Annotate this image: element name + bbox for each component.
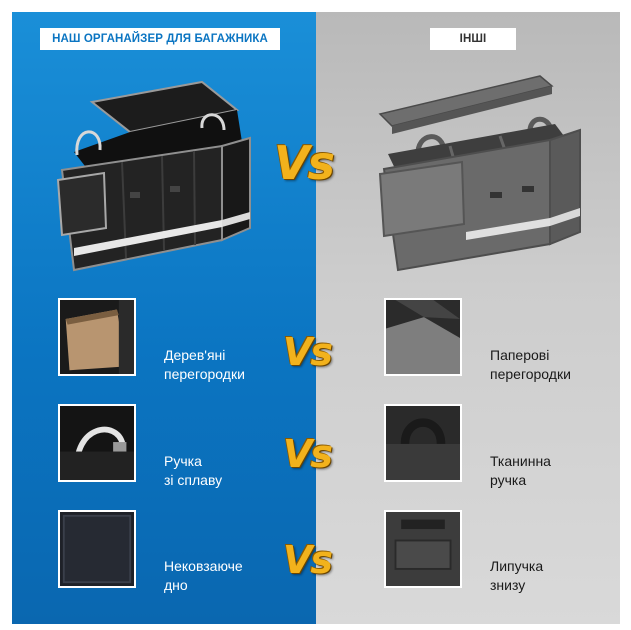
feature-non-slip-bottom: Нековзаюче дно [164, 558, 243, 593]
wooden-divider-thumbnail [58, 298, 136, 376]
feature-paper-dividers: Паперові перегородки [490, 347, 571, 382]
our-organizer-label: НАШ ОРГАНАЙЗЕР ДЛЯ БАГАЖНИКА [40, 28, 280, 50]
other-organizer-image [370, 74, 590, 274]
non-slip-bottom-thumbnail [58, 510, 136, 588]
vs-badge-bottom: Vs [283, 538, 333, 582]
velcro-bottom-thumbnail [384, 510, 462, 588]
paper-divider-thumbnail [384, 298, 462, 376]
others-label: ІНШІ [430, 28, 516, 50]
feature-velcro-bottom: Липучка знизу [490, 558, 544, 593]
alloy-handle-thumbnail [58, 404, 136, 482]
vs-badge-main: Vs [274, 136, 335, 190]
fabric-handle-thumbnail [384, 404, 462, 482]
feature-alloy-handle: Ручка зі сплаву [164, 453, 223, 488]
vs-badge-dividers: Vs [283, 330, 333, 374]
vs-badge-handle: Vs [283, 432, 333, 476]
our-organizer-image [52, 80, 262, 275]
feature-wooden-dividers: Дерев'яні перегородки [164, 347, 245, 382]
feature-fabric-handle: Тканинна ручка [490, 453, 551, 488]
